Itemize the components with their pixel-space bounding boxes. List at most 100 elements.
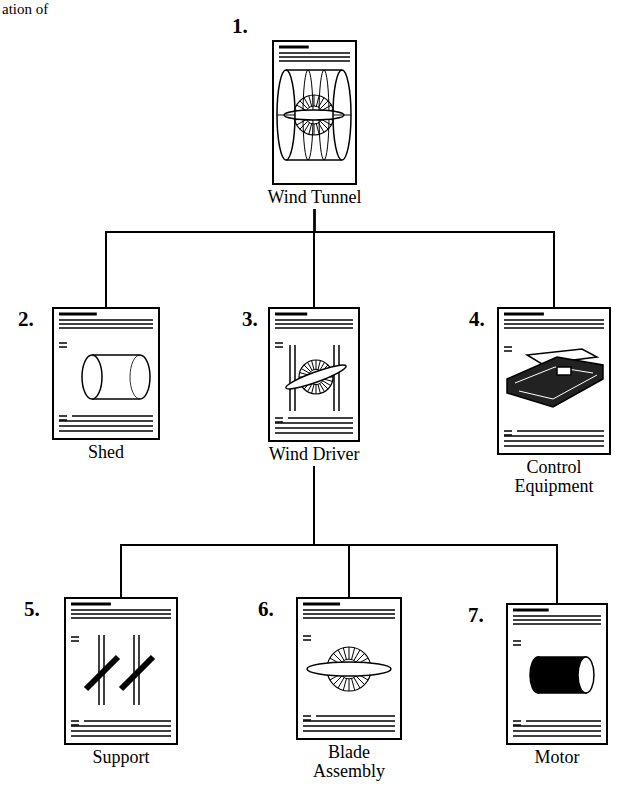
wind-tunnel-illustration (319, 123, 325, 133)
wind-driver-illustration (318, 361, 320, 370)
control-equipment-illustration (504, 313, 544, 316)
shed-illustration (59, 327, 153, 329)
wind-tunnel-illustration (309, 96, 312, 107)
wind-driver-illustration (275, 417, 283, 419)
control-equipment-illustration (504, 314, 604, 446)
wind-driver-illustration (275, 342, 283, 344)
shed-illustration (59, 346, 67, 348)
control-equipment-illustration (507, 357, 603, 407)
document-page-node: Support (64, 597, 178, 767)
blade-assembly-illustration (303, 725, 395, 727)
shed-illustration (59, 323, 153, 325)
wind-tunnel-illustration (316, 124, 319, 135)
control-equipment-illustration (519, 375, 597, 399)
part-caption: Wind Tunnel (230, 188, 400, 207)
blade-assembly-illustration (303, 604, 395, 731)
control-equipment-illustration (557, 367, 571, 375)
part-caption: Support (41, 748, 201, 767)
wind-tunnel-illustration (333, 70, 351, 160)
wind-tunnel-illustration (309, 124, 312, 135)
part-caption: Blade Assembly (299, 743, 399, 781)
blade-assembly-illustration (303, 609, 395, 611)
callout-number: 1. (232, 14, 248, 39)
control-equipment-illustration (504, 430, 512, 432)
motor-illustration (513, 735, 601, 737)
control-equipment-illustration (504, 350, 512, 352)
blade-assembly-illustration (352, 679, 355, 691)
callout-number: 3. (242, 307, 258, 332)
shed-illustration (59, 313, 97, 316)
thumbnail-art (59, 47, 604, 736)
wind-driver-illustration (275, 422, 353, 424)
support-illustration (71, 617, 171, 619)
shed-illustration (59, 415, 67, 417)
shed-illustration (59, 425, 153, 427)
shed-illustration (92, 398, 140, 400)
blade-assembly-illustration (303, 715, 311, 717)
part-caption: Control Equipment (499, 458, 609, 496)
blade-assembly-illustration (349, 647, 350, 659)
part-caption: Motor (507, 748, 607, 767)
blade-assembly-illustration (303, 613, 395, 615)
support-illustration (121, 657, 153, 689)
wind-tunnel-illustration (277, 47, 351, 160)
support-illustration (86, 657, 118, 689)
blade-assembly-illustration (338, 650, 344, 660)
motor-illustration (513, 619, 601, 621)
support-illustration (71, 613, 171, 615)
motor-illustration (513, 720, 521, 722)
wind-driver-illustration (275, 432, 353, 434)
shed-illustration (140, 355, 150, 399)
tree-connector (121, 466, 314, 597)
shed-illustration (92, 354, 140, 356)
support-illustration (71, 720, 79, 722)
wind-driver-illustration (316, 385, 317, 394)
support-illustration (98, 635, 100, 705)
wind-driver-illustration (288, 417, 353, 419)
wind-tunnel-illustration (279, 56, 350, 58)
support-illustration (71, 636, 79, 638)
blade-assembly-illustration (316, 715, 395, 717)
part-caption: Shed (26, 443, 186, 462)
shed-illustration (59, 342, 67, 344)
blade-assembly-illustration (307, 662, 391, 676)
motor-illustration (513, 609, 549, 612)
wind-driver-illustration (294, 345, 296, 411)
document-page-node: Wind Tunnel (272, 40, 357, 207)
callout-number: 5. (24, 597, 40, 622)
motor-illustration (578, 657, 594, 693)
callout-number: 6. (258, 597, 274, 622)
callout-number: 2. (18, 307, 34, 332)
text-fragment: ation of (2, 1, 48, 18)
document-page-node: Wind Driver (268, 307, 360, 464)
control-equipment-illustration (504, 445, 604, 447)
wind-tunnel-illustration (333, 115, 351, 116)
wind-tunnel-illustration (279, 60, 350, 62)
wind-tunnel-illustration (314, 124, 315, 135)
support-illustration (71, 725, 171, 727)
tree-connector (315, 209, 555, 307)
control-equipment-illustration (504, 440, 604, 442)
blade-assembly-illustration (303, 635, 311, 637)
wind-driver-illustration (275, 314, 353, 433)
wind-tunnel-illustration (277, 70, 295, 160)
wind-tunnel-illustration (277, 115, 295, 116)
control-equipment-illustration (517, 430, 604, 432)
blade-assembly-illustration (303, 617, 395, 619)
wind-driver-illustration (312, 384, 314, 393)
blade-assembly-illustration (303, 604, 395, 731)
page-outline (268, 307, 360, 442)
document-page-node: Blade Assembly (296, 597, 402, 781)
shed-illustration (59, 314, 153, 431)
wind-tunnel-illustration (279, 46, 309, 49)
motor-illustration (513, 644, 521, 646)
wind-driver-illustration (318, 384, 320, 393)
support-illustration (71, 604, 171, 736)
blade-assembly-illustration (343, 679, 346, 691)
wind-driver-illustration (308, 362, 313, 370)
motor-illustration (513, 610, 601, 736)
document-page-node: Control Equipment (497, 307, 611, 496)
blade-assembly-illustration (349, 679, 350, 691)
shed-illustration (130, 355, 140, 399)
part-caption: Wind Driver (229, 445, 399, 464)
